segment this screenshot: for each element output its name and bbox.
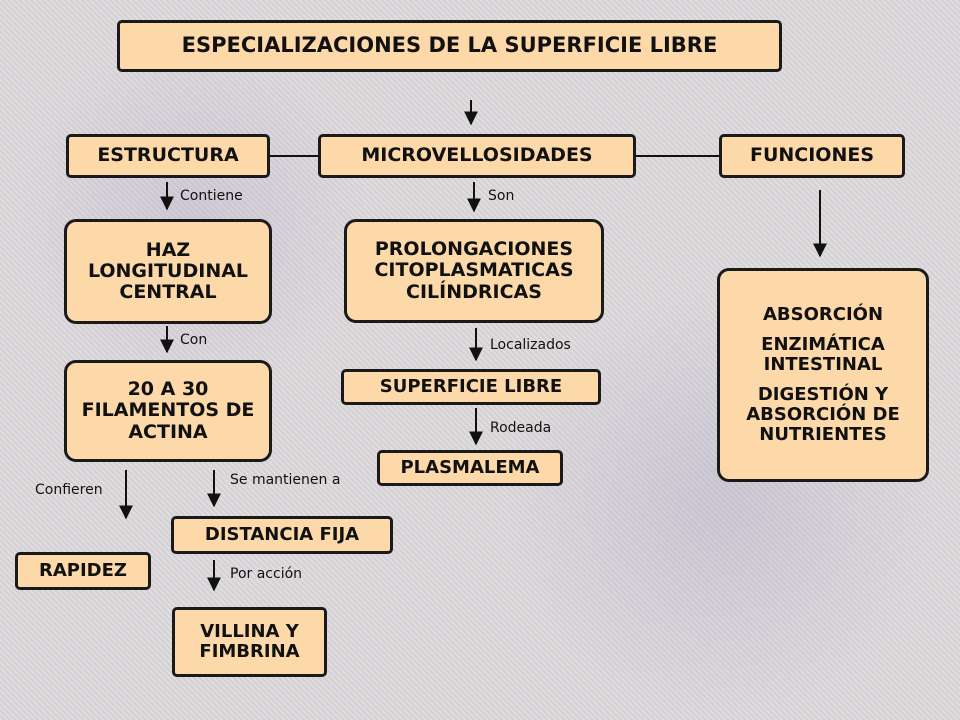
link-se-mantienen: Se mantienen a: [230, 472, 341, 488]
funcion-digestion: DIGESTIÓN Y ABSORCIÓN DE NUTRIENTES: [746, 384, 900, 446]
estructura-text: ESTRUCTURA: [97, 144, 239, 167]
filamentos-line-1: 20 A 30: [127, 378, 209, 401]
funciones-node: FUNCIONES: [719, 134, 905, 178]
haz-line-3: CENTRAL: [119, 281, 217, 304]
haz-line-2: LONGITUDINAL: [87, 259, 249, 282]
funcion-absorcion: ABSORCIÓN: [762, 303, 884, 325]
link-son: Son: [488, 188, 515, 204]
microvellosidades-node: MICROVELLOSIDADES: [318, 134, 636, 178]
prolongaciones-node: PROLONGACIONES CITOPLASMATICAS CILÍNDRIC…: [344, 219, 604, 323]
rapidez-text: RAPIDEZ: [39, 559, 127, 581]
distancia-node: DISTANCIA FIJA: [171, 516, 393, 554]
superficie-text: SUPERFICIE LIBRE: [379, 375, 563, 397]
villina-line-1: VILLINA Y: [200, 620, 299, 642]
estructura-node: ESTRUCTURA: [66, 134, 270, 178]
link-confieren: Confieren: [35, 482, 103, 498]
title-node: ESPECIALIZACIONES DE LA SUPERFICIE LIBRE: [117, 20, 782, 72]
distancia-text: DISTANCIA FIJA: [204, 523, 360, 545]
prolongaciones-line-1: PROLONGACIONES: [374, 238, 574, 261]
filamentos-node: 20 A 30 FILAMENTOS DE ACTINA: [64, 360, 272, 462]
prolongaciones-line-3: CILÍNDRICAS: [406, 280, 542, 303]
funcion-enzimatica: ENZIMÁTICA INTESTINAL: [761, 333, 885, 375]
funciones-list-node: ABSORCIÓN ENZIMÁTICA INTESTINAL DIGESTIÓ…: [717, 268, 929, 482]
funciones-text: FUNCIONES: [749, 144, 875, 167]
link-contiene: Contiene: [180, 188, 243, 204]
haz-node: HAZ LONGITUDINAL CENTRAL: [64, 219, 272, 324]
filamentos-line-3: ACTINA: [128, 420, 208, 443]
title-text: ESPECIALIZACIONES DE LA SUPERFICIE LIBRE: [181, 33, 718, 58]
link-con: Con: [180, 332, 208, 348]
superficie-node: SUPERFICIE LIBRE: [341, 369, 601, 405]
haz-line-1: HAZ: [145, 238, 191, 261]
link-localizados: Localizados: [490, 337, 571, 353]
microvellosidades-text: MICROVELLOSIDADES: [361, 144, 593, 167]
link-por-accion: Por acción: [230, 566, 303, 582]
villina-node: VILLINA Y FIMBRINA: [172, 607, 327, 677]
link-rodeada: Rodeada: [490, 420, 552, 436]
villina-line-2: FIMBRINA: [199, 641, 300, 662]
filamentos-line-2: FILAMENTOS DE: [81, 399, 255, 422]
plasmalema-text: PLASMALEMA: [400, 456, 540, 478]
rapidez-node: RAPIDEZ: [15, 552, 151, 590]
prolongaciones-line-2: CITOPLASMATICAS: [374, 259, 574, 282]
plasmalema-node: PLASMALEMA: [377, 450, 563, 486]
